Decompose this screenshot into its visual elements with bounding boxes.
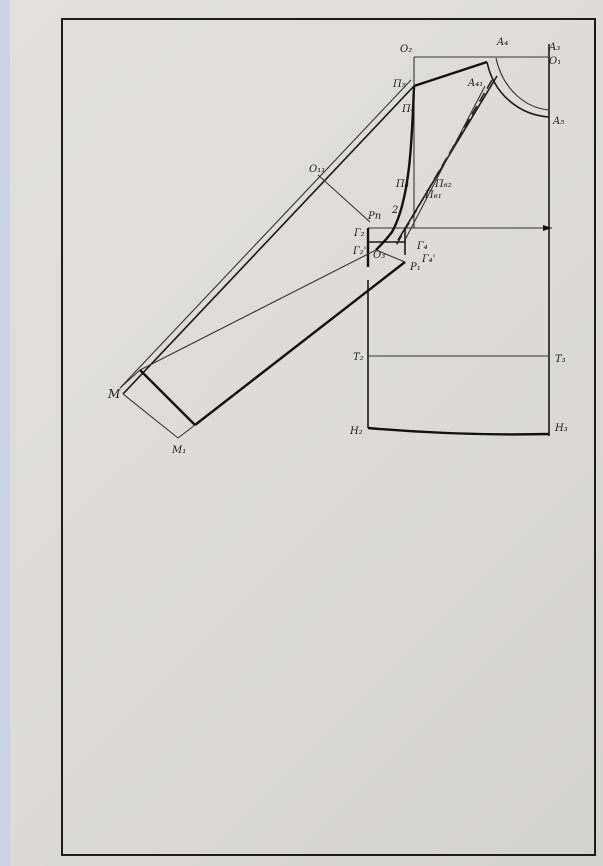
- sleeve-top-outer: [122, 85, 415, 395]
- shoulder-line: [413, 60, 488, 88]
- label-o3: O₃: [373, 250, 385, 261]
- sleeve-cuff-thin: [122, 393, 179, 439]
- label-g4: Г₄: [416, 241, 428, 252]
- neckline-outer: [486, 61, 550, 118]
- label-m: M: [107, 387, 121, 401]
- sleeve-underarm-line: [194, 261, 406, 426]
- label-pn: Pп: [367, 211, 381, 222]
- label-p4: П₄: [401, 104, 415, 115]
- hem-line: [367, 426, 550, 436]
- label-p61: П₆₁: [424, 190, 442, 201]
- label-t2: T₂: [353, 352, 364, 363]
- label-o1: O₁: [549, 56, 561, 67]
- photo-background: [10, 0, 603, 866]
- label-a4: A₄: [496, 37, 508, 48]
- label-g41: Г₄': [421, 254, 435, 265]
- chest-arrow: [543, 225, 552, 231]
- label-t3: T₃: [555, 354, 566, 365]
- label-p62: П₆₂: [434, 179, 452, 190]
- label-a5: A₅: [552, 116, 564, 127]
- label-a3: A₃: [548, 42, 560, 53]
- label-o2: O₂: [400, 44, 412, 55]
- sleeve-cuff-bottom: [177, 424, 196, 439]
- sleeve-diagonal-construction: [317, 174, 371, 223]
- sleeve-top-inner: [119, 79, 412, 389]
- raglan-line-inner: [404, 85, 486, 241]
- label-p6: П₆: [395, 179, 409, 190]
- label-two: 2: [391, 205, 398, 216]
- label-m1: M₁: [171, 445, 186, 456]
- drawing-frame: [61, 18, 596, 856]
- label-p1: P₁: [409, 262, 421, 273]
- label-h2: H₂: [349, 426, 363, 437]
- raglan-dashed-line: [394, 79, 493, 248]
- armhole-curve: [375, 85, 416, 251]
- label-a41: A₄₁: [467, 78, 483, 89]
- sleeve-parallel-line: [139, 249, 377, 371]
- sleeve-cuff-bold: [139, 369, 196, 426]
- label-g2: Г₂: [353, 228, 365, 239]
- label-o11: O₁₁: [309, 164, 325, 175]
- label-h3: H₃: [554, 423, 568, 434]
- label-g21: Г₂': [352, 246, 366, 257]
- sleeve-cuff-outer: [119, 369, 141, 389]
- neckline-inner: [495, 57, 550, 111]
- label-p5: П₅: [392, 79, 406, 90]
- curve-connector: [375, 249, 406, 263]
